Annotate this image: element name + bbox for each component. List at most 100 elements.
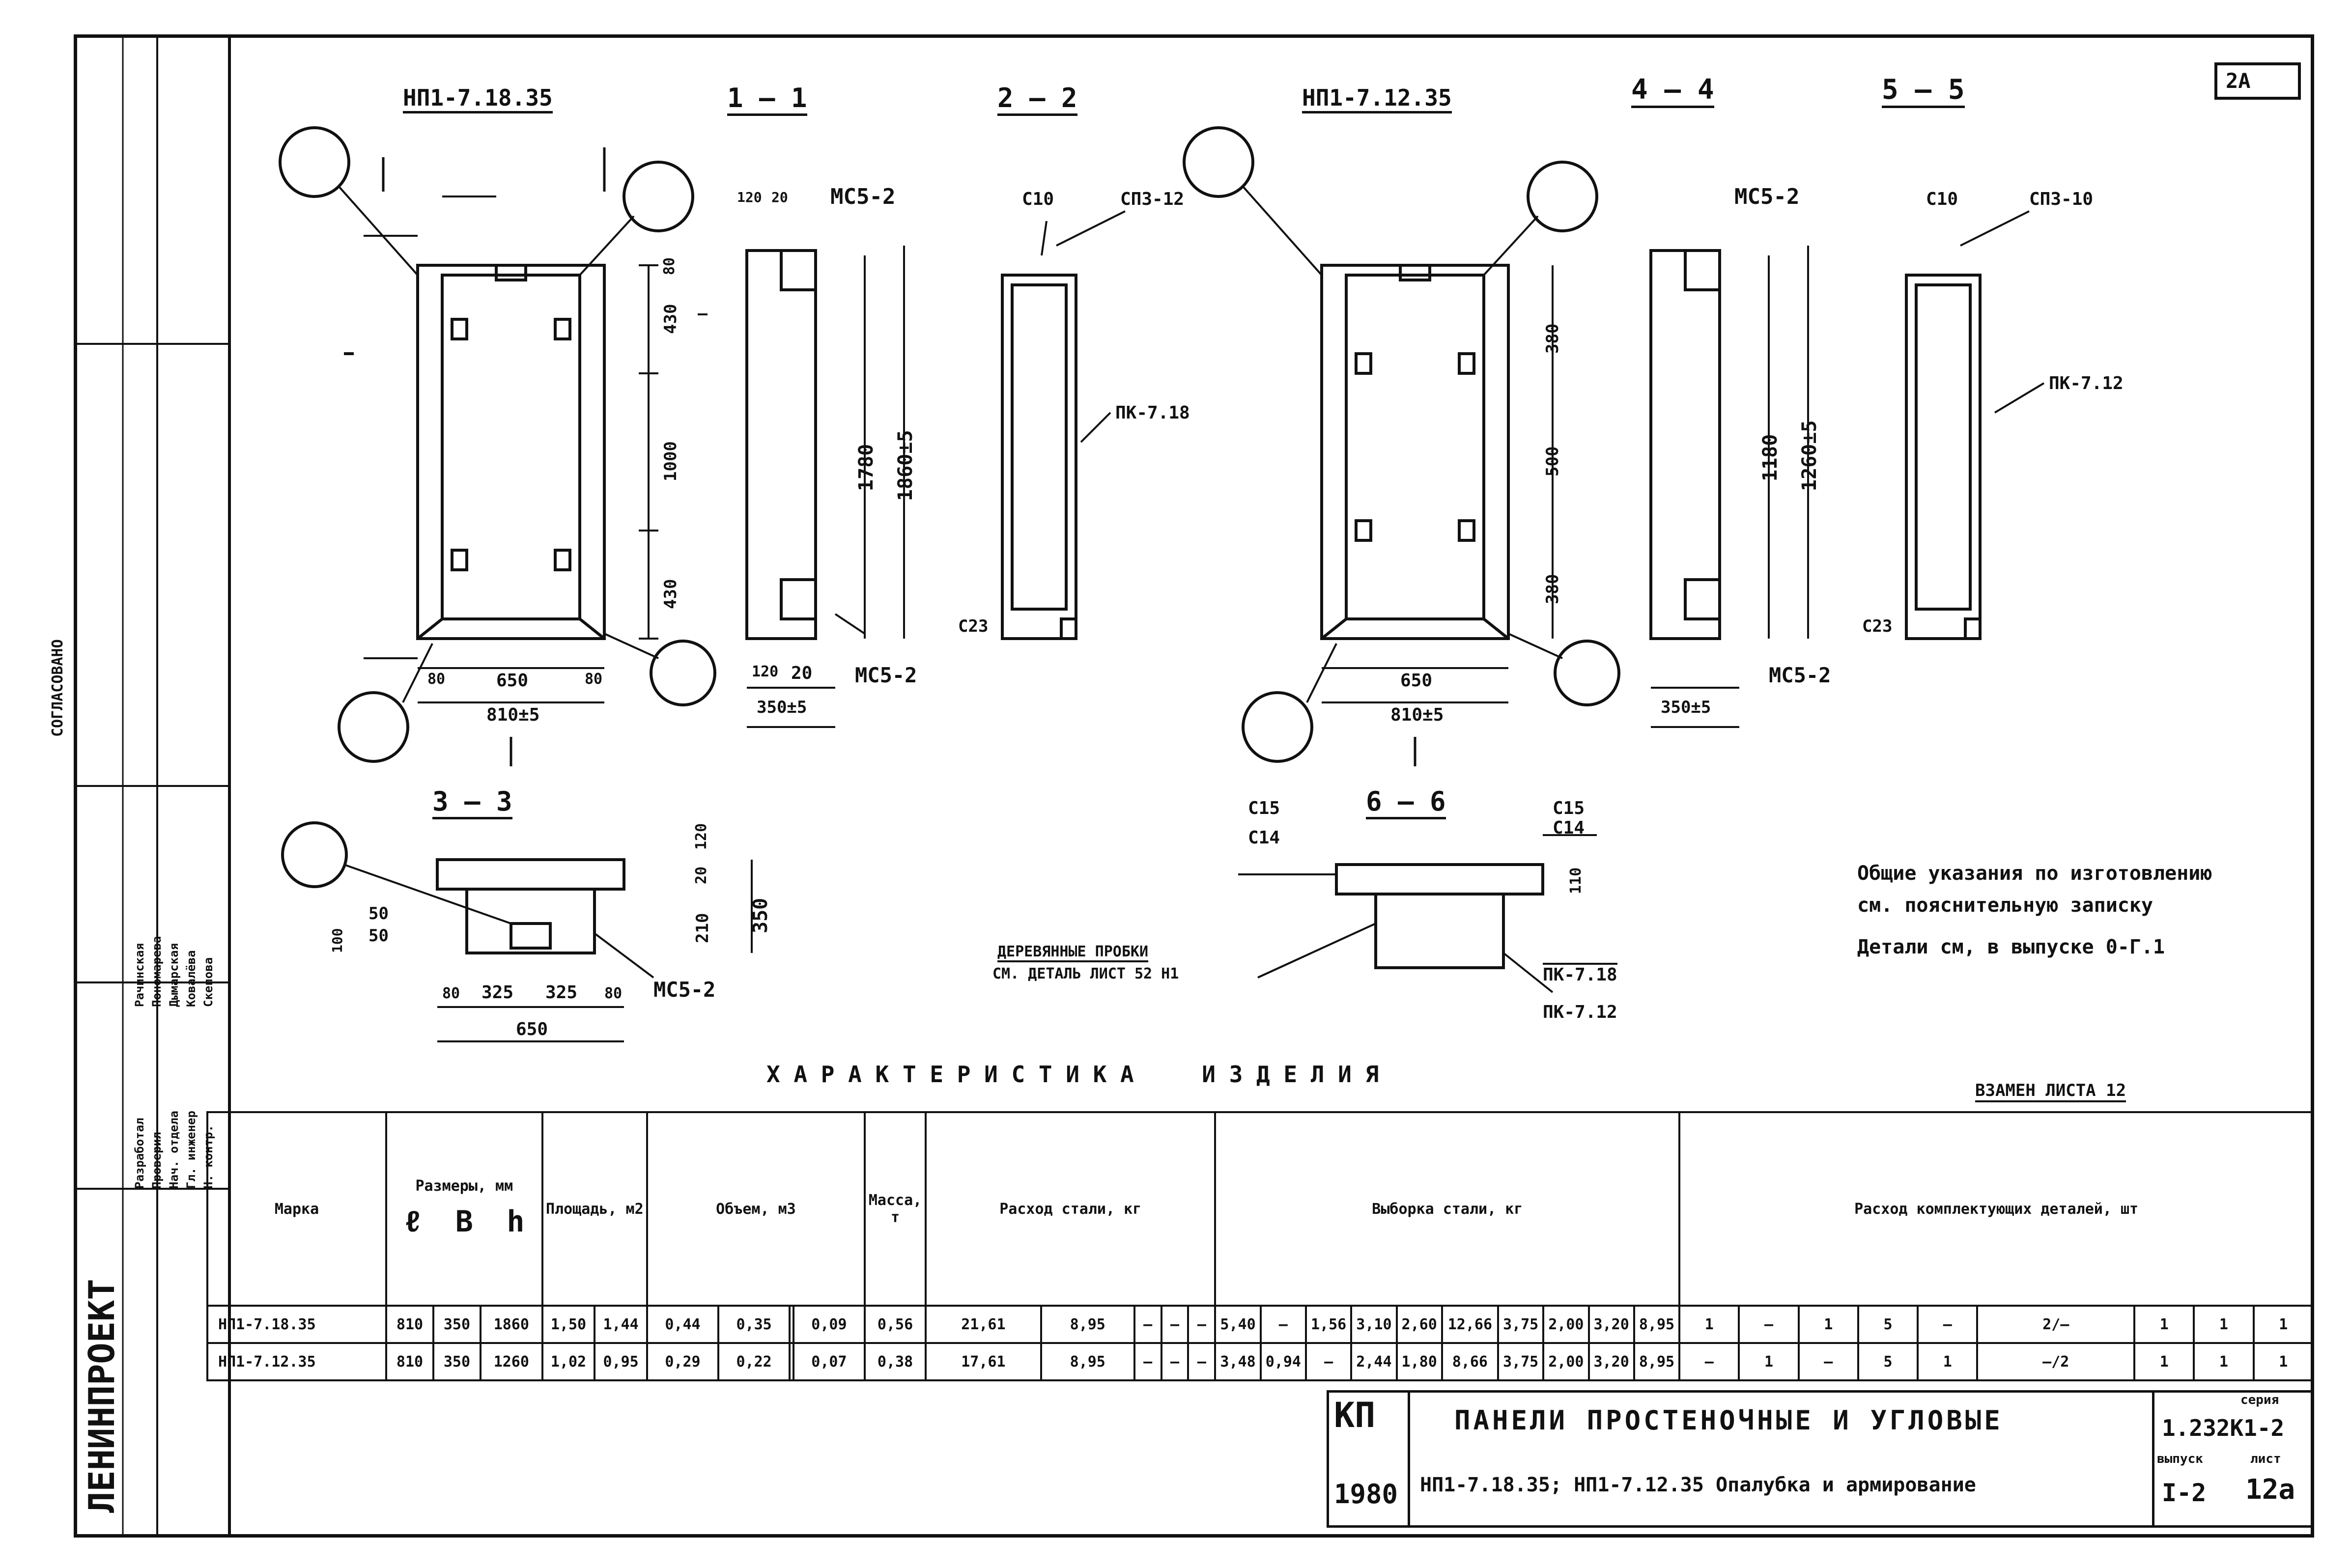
series-label: серия xyxy=(2240,1393,2279,1407)
table-title: Х А Р А К Т Е Р И С Т И К А И З Д Е Л И … xyxy=(766,1061,1379,1088)
dim-label: 1780 xyxy=(855,444,878,491)
header-volume: Объем, м3 xyxy=(646,1111,866,1307)
cell-emb: 3,75 xyxy=(1497,1305,1545,1344)
cell-kit: — xyxy=(1678,1342,1740,1381)
cell-vol4: 0,09 xyxy=(792,1305,866,1344)
cell-vol2: 0,35 xyxy=(717,1305,791,1344)
header-steel: Расход стали, кг xyxy=(925,1111,1217,1307)
header-marka: Марка xyxy=(206,1111,387,1307)
mc5-2-label: МС5-2 xyxy=(855,663,917,687)
cell-rebar: — xyxy=(1304,1342,1353,1381)
drawing-subtitle: НП1-7.18.35; НП1-7.12.35 Опалубка и арми… xyxy=(1420,1474,1976,1496)
cell-rebar-total: 12,66 xyxy=(1441,1305,1499,1344)
dim-label: 650 xyxy=(496,671,529,691)
dim-label: 325 xyxy=(545,982,578,1003)
c14-label: С14 xyxy=(1553,818,1585,838)
cell-kit: 1 xyxy=(2133,1342,2195,1381)
header-area: Площадь, м2 xyxy=(541,1111,648,1307)
cell-steel: — xyxy=(1187,1342,1217,1381)
cell-h: 1860 xyxy=(479,1305,543,1344)
cell-vol2: 0,22 xyxy=(717,1342,791,1381)
section-1-1: 1 — 1 xyxy=(727,83,807,116)
cell-rebar: — xyxy=(1259,1305,1307,1344)
mc5-2-label: МС5-2 xyxy=(1734,184,1800,209)
cell-b: 350 xyxy=(432,1342,482,1381)
dim-label: 50 xyxy=(368,926,389,946)
dim-label: 20 xyxy=(771,189,788,205)
cell-l: 810 xyxy=(385,1305,434,1344)
c10-label: С10 xyxy=(1022,189,1054,209)
dim-label: 325 xyxy=(482,982,514,1003)
sp3-12-label: СП3-12 xyxy=(1120,189,1185,209)
note-line-1: Общие указания по изготовлению xyxy=(1857,862,2212,885)
c14-label: С14 xyxy=(1248,828,1280,848)
row-mark: НП1-7.18.35 xyxy=(206,1305,387,1344)
cell-emb: 3,75 xyxy=(1497,1342,1545,1381)
dim-label: 380 xyxy=(1543,574,1562,604)
dim-label: 380 xyxy=(1543,323,1562,354)
kp-label: КП xyxy=(1334,1395,1376,1435)
cell-area1: 1,02 xyxy=(541,1342,596,1381)
cell-steel: — xyxy=(1160,1342,1190,1381)
cell-kit: 1 xyxy=(2133,1305,2195,1344)
pk-7-12-label: ПК-7.12 xyxy=(2049,373,2124,393)
wood-plugs-ref: СМ. ДЕТАЛЬ ЛИСТ 52 Н1 xyxy=(992,965,1179,982)
dim-label: 1860±5 xyxy=(894,430,917,502)
mc5-2-label: МС5-2 xyxy=(1769,663,1831,687)
sheet-value: 12а xyxy=(2245,1474,2295,1506)
issue-label: выпуск xyxy=(2157,1452,2203,1466)
cell-kit: — xyxy=(1917,1305,1979,1344)
cell-steel-emb: 8,95 xyxy=(1040,1342,1135,1381)
dim-label: 80 xyxy=(442,985,460,1002)
cell-kit: 1 xyxy=(1678,1305,1740,1344)
cell-rebar: 3,48 xyxy=(1214,1342,1262,1381)
dim-label: 350±5 xyxy=(1661,698,1711,717)
pk-7-18-label: ПК-7.18 xyxy=(1543,963,1617,985)
cell-rebar: 1,56 xyxy=(1304,1305,1353,1344)
cell-kit: 5 xyxy=(1857,1305,1919,1344)
note-line-3: Детали см, в выпуске 0-Г.1 xyxy=(1857,936,2165,958)
section-3-3: 3 — 3 xyxy=(432,786,512,819)
section-2-2: 2 — 2 xyxy=(997,83,1077,116)
cell-rebar: 0,94 xyxy=(1259,1342,1307,1381)
c23-label: С23 xyxy=(1862,616,1893,636)
section-6-6: 6 — 6 xyxy=(1366,786,1446,819)
section-5-5: 5 — 5 xyxy=(1882,74,1965,108)
cell-emb: 3,20 xyxy=(1587,1342,1635,1381)
cell-rebar: 5,40 xyxy=(1214,1305,1262,1344)
sheet-label: лист xyxy=(2250,1452,2281,1466)
dim-label: 20 xyxy=(791,663,813,683)
c23-label: С23 xyxy=(958,616,989,636)
cell-kit: —/2 xyxy=(1976,1342,2136,1381)
cell-h: 1260 xyxy=(479,1342,543,1381)
header-h: h xyxy=(507,1204,525,1239)
title-block-series xyxy=(2152,1390,2314,1528)
cell-emb-total: 8,95 xyxy=(1633,1305,1681,1344)
cell-rebar: 2,44 xyxy=(1350,1342,1398,1381)
dim-label: 650 xyxy=(516,1019,548,1039)
cell-kit: 5 xyxy=(1857,1342,1919,1381)
c15-label: С15 xyxy=(1248,798,1280,818)
cell-rebar: 3,10 xyxy=(1350,1305,1398,1344)
dim-label: 810±5 xyxy=(1390,705,1444,725)
dim-label: 120 xyxy=(693,823,710,850)
cell-steel: — xyxy=(1133,1342,1162,1381)
cell-steel: — xyxy=(1160,1305,1190,1344)
dim-label: 100 xyxy=(329,928,345,953)
wood-plugs-note: ДЕРЕВЯННЫЕ ПРОБКИ xyxy=(997,943,1149,962)
cell-vol3 xyxy=(789,1305,794,1344)
dim-label: 80 xyxy=(585,671,603,688)
c10-label: С10 xyxy=(1926,189,1958,209)
cell-rebar: 1,80 xyxy=(1395,1342,1443,1381)
row-mark: НП1-7.12.35 xyxy=(206,1342,387,1381)
section-4-4: 4 — 4 xyxy=(1631,74,1714,108)
dim-label: 50 xyxy=(368,904,389,924)
dim-label: 20 xyxy=(693,866,710,884)
cell-steel-total: 21,61 xyxy=(925,1305,1042,1344)
dim-label: 1000 xyxy=(661,441,680,481)
cell-emb: 3,20 xyxy=(1587,1305,1635,1344)
mc5-2-label: МС5-2 xyxy=(830,184,896,209)
cell-vol1: 0,44 xyxy=(646,1305,720,1344)
header-kit: Расход комплектующих деталей, шт xyxy=(1678,1111,2314,1307)
dim-label: 350 xyxy=(749,897,772,933)
